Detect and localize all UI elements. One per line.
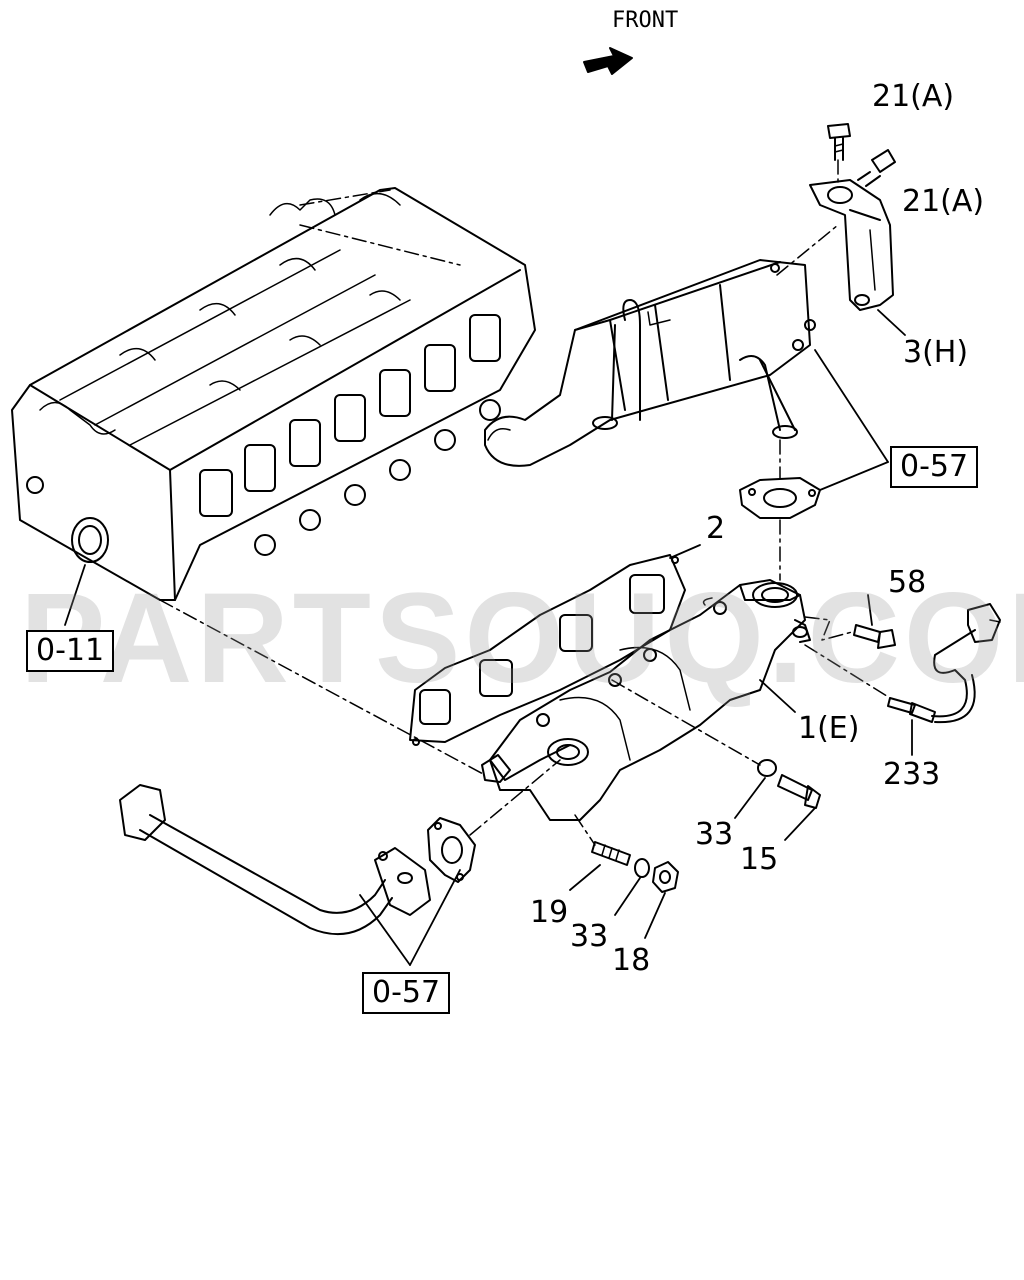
stud-58 (853, 624, 896, 649)
washer-33-bottom (634, 858, 650, 878)
callout-33-right[interactable]: 33 (695, 817, 734, 852)
manifold-gasket (409, 554, 686, 746)
callout-19[interactable]: 19 (530, 895, 569, 930)
ref-box-o57-right[interactable]: 0-57 (890, 446, 979, 488)
egr-gasket (739, 477, 821, 519)
bolt-15 (777, 774, 821, 809)
callout-21a-mid[interactable]: 21(A) (902, 184, 985, 219)
egr-cooler (484, 259, 816, 467)
callout-21a-top[interactable]: 21(A) (872, 79, 955, 114)
callout-3h[interactable]: 3(H) (903, 335, 969, 370)
sensor-233 (887, 603, 1001, 724)
ref-box-o57-bottom[interactable]: 0-57 (362, 972, 451, 1014)
exhaust-manifold (481, 579, 811, 821)
callout-18[interactable]: 18 (612, 943, 651, 978)
bolt-21a (827, 123, 851, 161)
callout-33-bottom[interactable]: 33 (570, 919, 609, 954)
callout-1e[interactable]: 1(E) (798, 711, 860, 746)
front-arrow-icon (583, 47, 633, 75)
callout-233[interactable]: 233 (883, 757, 941, 792)
cylinder-head (11, 187, 536, 601)
ref-box-o11[interactable]: 0-11 (26, 630, 115, 672)
assembly-lines (159, 159, 891, 846)
callout-2[interactable]: 2 (706, 511, 726, 546)
bracket-3h (809, 179, 894, 311)
callout-15[interactable]: 15 (740, 842, 779, 877)
bolt-21a-angled (857, 149, 896, 187)
leader-lines (64, 309, 913, 966)
stud-19 (591, 841, 631, 866)
callout-58[interactable]: 58 (888, 565, 927, 600)
washer-33-right (757, 759, 777, 777)
nut-18 (652, 861, 679, 893)
front-label: FRONT (612, 8, 679, 33)
pipe-gasket (427, 817, 476, 883)
exhaust-pipe (119, 784, 431, 936)
